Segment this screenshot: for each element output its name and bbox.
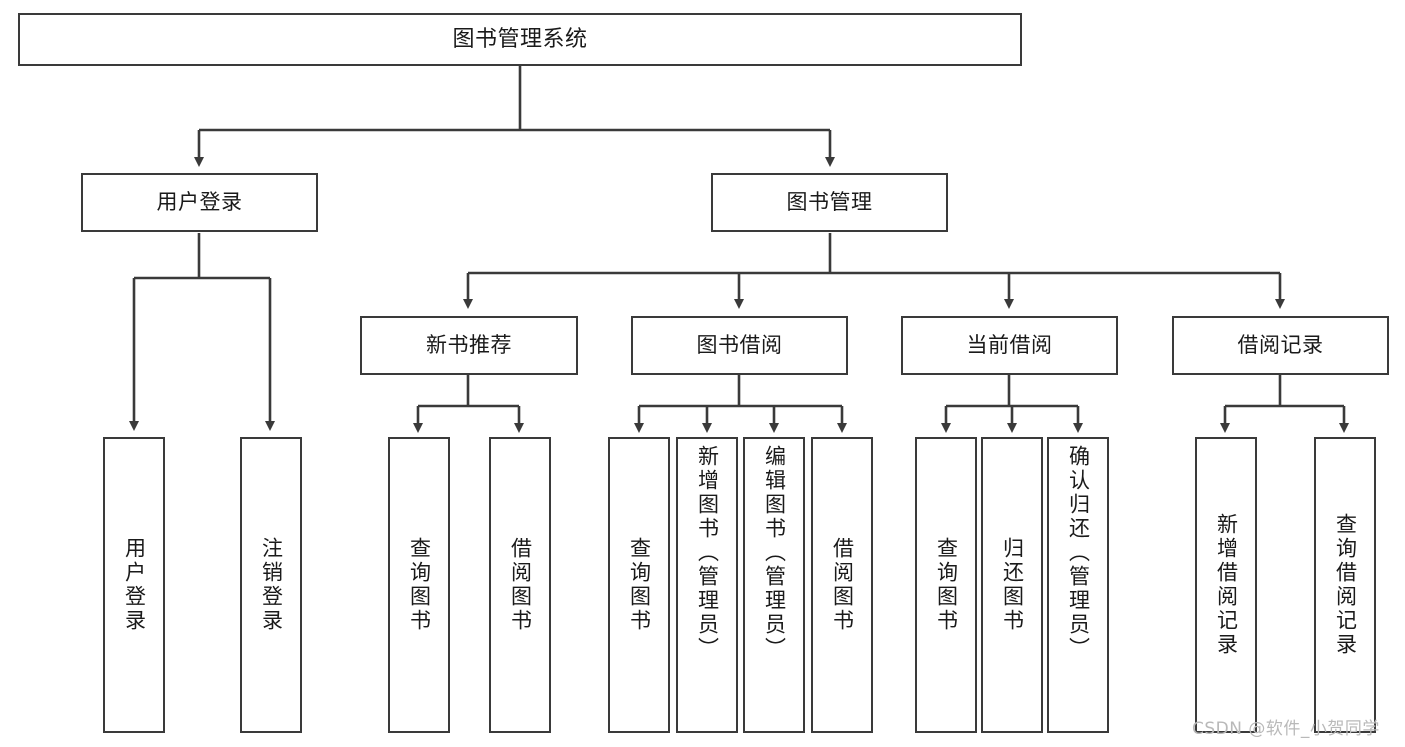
node-leaf-label: 查询图书 <box>934 537 959 633</box>
node-leaf-label: 用户登录 <box>122 537 147 633</box>
node-current-borrow[interactable]: 当前借阅 <box>901 316 1118 375</box>
node-root-book-management-system[interactable]: 图书管理系统 <box>18 13 1022 66</box>
csdn-watermark: CSDN @软件_小贺同学 <box>1192 719 1380 739</box>
node-leaf-user-login-signout[interactable]: 注销登录 <box>240 437 302 733</box>
node-leaf-current-borrow-return[interactable]: 归还图书 <box>981 437 1043 733</box>
node-user-login[interactable]: 用户登录 <box>81 173 318 232</box>
node-leaf-user-login-signin[interactable]: 用户登录 <box>103 437 165 733</box>
node-new-book-recommend-label: 新书推荐 <box>426 333 512 358</box>
node-book-borrow[interactable]: 图书借阅 <box>631 316 848 375</box>
node-book-management-label: 图书管理 <box>786 190 873 215</box>
node-leaf-label: 归还图书 <box>1000 537 1025 633</box>
node-current-borrow-label: 当前借阅 <box>966 333 1053 358</box>
node-user-login-label: 用户登录 <box>156 190 243 215</box>
node-leaf-new-book-query[interactable]: 查询图书 <box>388 437 450 733</box>
node-leaf-label: 确认归还（管理员） <box>1066 445 1091 661</box>
node-leaf-label: 借阅图书 <box>830 537 855 633</box>
node-leaf-label: 查询图书 <box>407 537 432 633</box>
node-leaf-borrow-record-add[interactable]: 新增借阅记录 <box>1195 437 1257 733</box>
node-leaf-book-borrow-edit[interactable]: 编辑图书（管理员） <box>743 437 805 733</box>
node-leaf-label: 新增图书（管理员） <box>695 445 720 661</box>
node-leaf-label: 查询借阅记录 <box>1333 513 1358 657</box>
node-leaf-label: 编辑图书（管理员） <box>762 445 787 661</box>
node-new-book-recommend[interactable]: 新书推荐 <box>360 316 578 375</box>
node-leaf-label: 查询图书 <box>627 537 652 633</box>
node-root-label: 图书管理系统 <box>452 26 588 52</box>
node-leaf-label: 借阅图书 <box>508 537 533 633</box>
node-book-management[interactable]: 图书管理 <box>711 173 948 232</box>
node-leaf-current-borrow-query[interactable]: 查询图书 <box>915 437 977 733</box>
node-leaf-borrow-record-query[interactable]: 查询借阅记录 <box>1314 437 1376 733</box>
node-leaf-book-borrow-borrow[interactable]: 借阅图书 <box>811 437 873 733</box>
node-leaf-book-borrow-add[interactable]: 新增图书（管理员） <box>676 437 738 733</box>
node-book-borrow-label: 图书借阅 <box>696 333 783 358</box>
node-borrow-record-label: 借阅记录 <box>1237 333 1324 358</box>
node-leaf-label: 注销登录 <box>259 537 284 633</box>
node-leaf-current-borrow-confirm-return[interactable]: 确认归还（管理员） <box>1047 437 1109 733</box>
node-leaf-book-borrow-query[interactable]: 查询图书 <box>608 437 670 733</box>
node-leaf-new-book-borrow[interactable]: 借阅图书 <box>489 437 551 733</box>
node-leaf-label: 新增借阅记录 <box>1214 513 1239 657</box>
node-borrow-record[interactable]: 借阅记录 <box>1172 316 1389 375</box>
